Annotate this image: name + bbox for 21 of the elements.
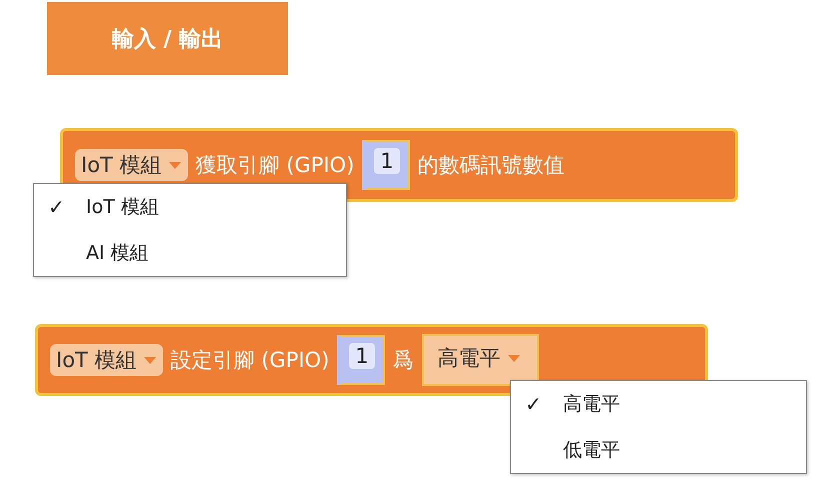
block-text: 設定引腳 (GPIO) <box>170 347 330 374</box>
number-field: 1 <box>349 343 375 369</box>
menu-option: AI 模組 <box>86 240 149 266</box>
checkmark: ✓ <box>525 392 542 416</box>
checkmark: ✓ <box>48 195 65 219</box>
category-title: 輸入 / 輸出 <box>112 26 224 54</box>
block-text: 的數碼訊號數值 <box>418 152 565 179</box>
block-text: 獲取引腳 (GPIO) <box>196 152 354 179</box>
menu-option: 高電平 <box>563 391 620 417</box>
dropdown-field: IoT 模組 <box>50 344 163 376</box>
dropdown-field: IoT 模組 <box>75 149 188 181</box>
dropdown-menu <box>33 183 347 277</box>
menu-option: 低電平 <box>563 437 620 463</box>
category-button <box>47 2 288 75</box>
dropdown-menu <box>510 380 807 474</box>
block-text: 爲 <box>392 347 414 374</box>
code-block <box>35 324 708 396</box>
menu-option: IoT 模組 <box>86 194 159 220</box>
input-socket <box>362 140 410 190</box>
number-field: 1 <box>374 148 400 174</box>
input-socket <box>337 335 385 385</box>
